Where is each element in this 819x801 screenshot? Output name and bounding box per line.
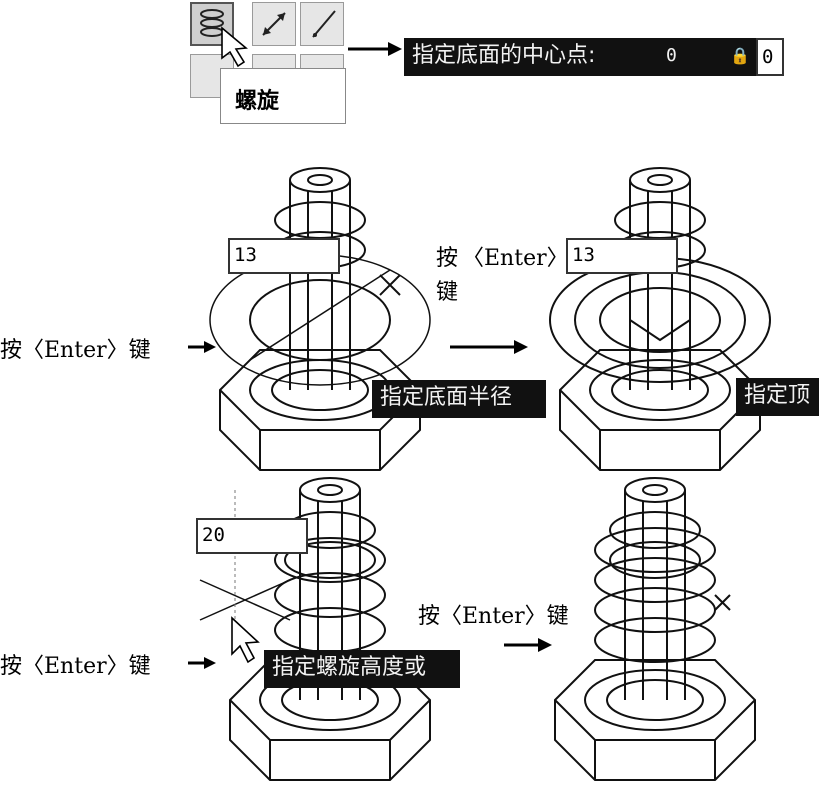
helix-tooltip: 螺旋 [220, 68, 346, 124]
top-radius-prompt: 指定顶 [736, 378, 819, 416]
top-radius-prompt-text: 指定顶 [744, 383, 811, 408]
line-tool-button[interactable] [252, 2, 296, 46]
radius-prompt-text: 指定底面半径 [380, 385, 513, 410]
command-prompt: 指定底面的中心点: [404, 38, 660, 76]
press-enter-label-3: 按〈Enter〉键 [0, 654, 151, 679]
coord-x-value: 0 [666, 45, 677, 66]
height-prompt-text: 指定螺旋高度或 [272, 655, 427, 680]
press-enter-label-1: 按〈Enter〉键 [0, 338, 151, 363]
bolt-drawing-4 [554, 477, 756, 781]
lock-icon: 🔒 [730, 46, 750, 65]
helix-icon [200, 9, 224, 37]
bolt-drawing-1 [209, 167, 431, 471]
top-radius-input[interactable]: 13 [566, 238, 678, 274]
bolt-drawing-2 [549, 167, 771, 471]
press-enter-label-2-key: 〈Enter〉 [462, 246, 569, 271]
top-radius-input-value: 13 [572, 244, 595, 266]
construction-line-icon [312, 10, 336, 38]
command-prompt-text: 指定底面的中心点: [412, 43, 596, 68]
line-icon [262, 12, 286, 36]
coord-y-value: 0 [762, 46, 774, 68]
radius-input[interactable]: 13 [228, 238, 340, 274]
arrow-cursor-icon [231, 616, 260, 664]
press-enter-label-4: 按〈Enter〉键 [418, 604, 569, 629]
coord-y-field[interactable]: 0 [756, 38, 784, 76]
press-enter-label-2-suffix: 键 [436, 280, 459, 305]
radius-input-value: 13 [234, 244, 257, 266]
radius-prompt: 指定底面半径 [372, 380, 546, 418]
helix-tool-button[interactable] [190, 2, 234, 46]
coord-x-field[interactable]: 0 🔒 [658, 38, 760, 76]
height-input[interactable]: 20 [196, 518, 308, 554]
construction-line-button[interactable] [300, 2, 344, 46]
flow-arrows [188, 340, 552, 669]
height-prompt: 指定螺旋高度或 [264, 650, 460, 688]
height-input-value: 20 [202, 524, 225, 546]
helix-tooltip-label: 螺旋 [235, 89, 280, 114]
press-enter-label-2-prefix: 按 [436, 246, 459, 271]
